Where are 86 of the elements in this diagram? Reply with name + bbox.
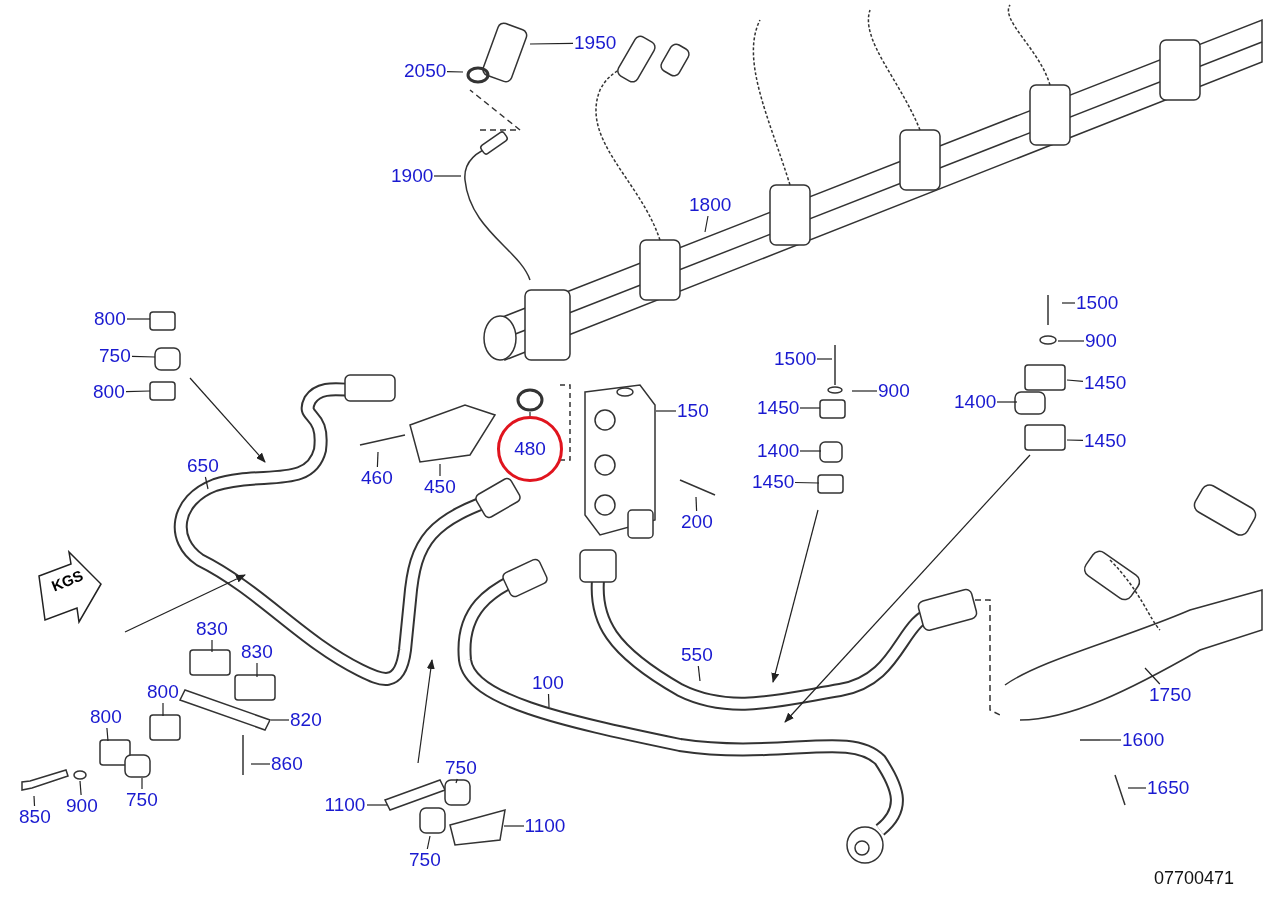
leader-line bbox=[376, 451, 379, 468]
callout-number: 650 bbox=[186, 455, 220, 477]
leader-line bbox=[799, 407, 821, 409]
callout-number: 820 bbox=[289, 709, 323, 731]
callout-number: 750 bbox=[444, 757, 478, 779]
callout-number: 1450 bbox=[1083, 430, 1128, 452]
callout-number: 750 bbox=[125, 789, 159, 811]
sign-text: KGS bbox=[49, 566, 86, 595]
callout-number: 800 bbox=[146, 681, 180, 703]
callout-number: 1900 bbox=[390, 165, 435, 187]
leader-line bbox=[1057, 340, 1085, 342]
callout-number: 850 bbox=[18, 806, 52, 828]
callout-number: 450 bbox=[423, 476, 457, 498]
leader-line bbox=[996, 401, 1018, 403]
leader-line bbox=[250, 763, 271, 765]
leader-line bbox=[1099, 739, 1122, 741]
leader-line bbox=[455, 778, 458, 784]
leader-line bbox=[366, 804, 388, 806]
leader-line bbox=[529, 42, 574, 45]
leader-line bbox=[799, 450, 822, 452]
callout-number: 800 bbox=[92, 381, 126, 403]
leader-line bbox=[125, 390, 151, 393]
leader-line bbox=[1061, 302, 1076, 304]
leader-line bbox=[704, 215, 709, 233]
callout-number: 1450 bbox=[756, 397, 801, 419]
leader-line bbox=[270, 719, 290, 721]
leader-line bbox=[695, 496, 698, 512]
leader-line bbox=[433, 175, 462, 177]
leader-line bbox=[697, 665, 701, 682]
leader-line bbox=[426, 835, 431, 850]
leader-line bbox=[503, 825, 525, 827]
callout-number: 1600 bbox=[1121, 729, 1166, 751]
leader-line bbox=[141, 777, 143, 790]
callout-number: 1400 bbox=[756, 440, 801, 462]
callout-number: 460 bbox=[360, 467, 394, 489]
callout-number: 750 bbox=[98, 345, 132, 367]
callout-number: 200 bbox=[680, 511, 714, 533]
callout-number: 1500 bbox=[773, 348, 818, 370]
callout-number: 1400 bbox=[953, 391, 998, 413]
leader-line bbox=[1127, 787, 1147, 789]
leader-line bbox=[547, 693, 550, 708]
callout-number: 830 bbox=[240, 641, 274, 663]
leader-line bbox=[79, 780, 82, 796]
leader-line bbox=[439, 463, 441, 477]
callout-number: 1750 bbox=[1148, 684, 1193, 706]
callout-number: 2050 bbox=[403, 60, 448, 82]
leader-line bbox=[1066, 439, 1084, 441]
leader-line bbox=[162, 702, 164, 717]
leader-line bbox=[106, 727, 109, 742]
callout-number: 100 bbox=[531, 672, 565, 694]
callout-number: 750 bbox=[408, 849, 442, 871]
callout-number: 800 bbox=[93, 308, 127, 330]
leader-line bbox=[1066, 379, 1084, 382]
highlight-circle bbox=[497, 416, 563, 482]
leader-line bbox=[794, 481, 820, 484]
callout-number: 1650 bbox=[1146, 777, 1191, 799]
leader-line bbox=[126, 318, 151, 320]
drawing-number: 07700471 bbox=[1153, 868, 1234, 889]
leader-line bbox=[211, 639, 213, 653]
leader-line bbox=[33, 795, 36, 807]
callout-number: 1500 bbox=[1075, 292, 1120, 314]
callout-number: 900 bbox=[65, 795, 99, 817]
leader-line bbox=[131, 355, 156, 358]
callout-number: 550 bbox=[680, 644, 714, 666]
callout-number: 800 bbox=[89, 706, 123, 728]
leader-line bbox=[529, 411, 531, 417]
callout-number: 830 bbox=[195, 618, 229, 640]
callout-number: 1800 bbox=[688, 194, 733, 216]
callout-number: 860 bbox=[270, 753, 304, 775]
leader-line bbox=[256, 662, 258, 678]
callout-number: 1450 bbox=[1083, 372, 1128, 394]
callout-number: 1950 bbox=[573, 32, 618, 54]
leader-line bbox=[204, 476, 209, 490]
callout-number: 1450 bbox=[751, 471, 796, 493]
callout-number: 900 bbox=[877, 380, 911, 402]
callout-number: 1100 bbox=[323, 794, 367, 816]
direction-sign bbox=[37, 550, 103, 626]
callout-number: 150 bbox=[676, 400, 710, 422]
callout-number: 900 bbox=[1084, 330, 1118, 352]
leader-line bbox=[851, 390, 878, 392]
callout-number: 480 bbox=[514, 438, 546, 460]
leader-line bbox=[816, 358, 833, 360]
leader-line bbox=[655, 410, 677, 412]
callout-number: 1100 bbox=[523, 815, 567, 837]
leader-line bbox=[1144, 667, 1161, 685]
leader-line bbox=[446, 71, 464, 73]
